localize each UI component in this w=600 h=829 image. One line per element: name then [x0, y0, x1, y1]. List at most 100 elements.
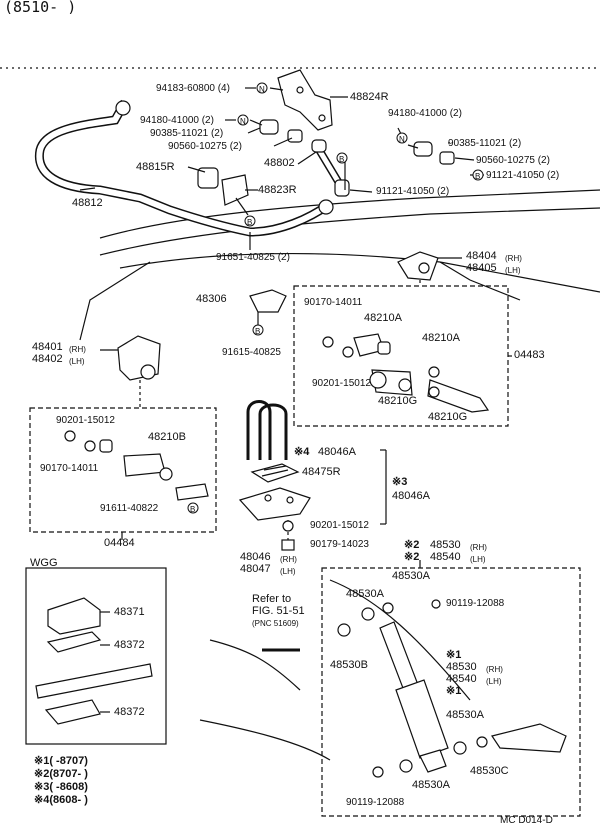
part-label: 48530A [412, 779, 450, 791]
n-marker [256, 82, 268, 94]
lh-tag: (LH) [486, 677, 502, 686]
part-label: 48802 [264, 157, 295, 169]
frame-line [199, 719, 331, 761]
legend-item: ※2(8707- ) [34, 768, 88, 780]
part-label: 48530 [446, 661, 477, 673]
legend-item: ※3( -8608) [34, 781, 88, 793]
part-label: 90119-12088 [346, 797, 405, 808]
wgg-plate-48372 [46, 631, 102, 653]
refer-link[interactable]: FIG. 51-51 [252, 605, 305, 617]
part-label: 94183-60800 (4) [156, 83, 230, 94]
part-label: 90201-15012 [312, 378, 371, 389]
bushing [259, 119, 279, 135]
bracket-48824r [277, 69, 333, 131]
part-label: 48475R [302, 466, 341, 478]
part-label: 90119-12088 [446, 598, 505, 609]
note-mark: ※4 [294, 446, 310, 458]
u-bolt [246, 400, 272, 460]
part-label: 48210A [422, 332, 460, 344]
rh-tag: (RH) [470, 543, 487, 552]
rh-tag: (RH) [505, 254, 522, 263]
b-marker-label: B [255, 327, 261, 336]
bracket-48306 [249, 289, 287, 313]
note-mark: ※1 [446, 649, 462, 661]
part-label: 48046 [240, 551, 271, 563]
u-bolt [258, 403, 288, 460]
wgg-spring [35, 663, 153, 699]
part-label: 48540 [446, 673, 477, 685]
note-mark: ※1 [446, 685, 462, 697]
part-label: 90385-11021 (2) [150, 128, 224, 139]
part-label: 48047 [240, 563, 271, 575]
b-marker [252, 324, 264, 336]
bushing-48815r [197, 167, 219, 189]
wgg-plate-48371 [47, 597, 101, 635]
shock-body [395, 679, 449, 759]
part-label: 91121-41050 (2) [376, 186, 450, 197]
part-label: 48530A [446, 709, 484, 721]
lh-tag: (LH) [505, 266, 521, 275]
part-label: 48401 [32, 341, 63, 353]
b-marker-label: B [339, 155, 345, 164]
part-label: 48210B [148, 431, 186, 443]
part-label: 90170-14011 [304, 297, 363, 308]
part-label: 48530A [346, 588, 384, 600]
part-label: 48530C [470, 765, 509, 777]
part-label: 90385-11021 (2) [448, 138, 522, 149]
part-label: 90201-15012 [310, 520, 369, 531]
note-mark: ※2 [404, 539, 420, 551]
bushing [287, 129, 303, 143]
part-label: 90560-10275 (2) [168, 141, 242, 152]
legend-item: ※4(8608- ) [34, 794, 88, 806]
part-label: 48824R [350, 91, 389, 103]
rh-tag: (RH) [280, 555, 297, 564]
bar-end-eye [318, 199, 334, 215]
bolt [175, 483, 209, 501]
box-shock [321, 567, 581, 817]
part-label: 48046A [318, 446, 356, 458]
part-label: 48371 [114, 606, 145, 618]
header-range: (8510- ) [4, 0, 77, 16]
part-label: 90560-10275 (2) [476, 155, 550, 166]
diagram-code: MC D014-D [500, 815, 553, 826]
part-label: 91651-40825 (2) [216, 252, 290, 263]
n-marker [237, 114, 249, 126]
b-marker [244, 215, 256, 227]
refer-pnc: (PNC 51609) [252, 619, 299, 628]
spring-eye [123, 453, 166, 477]
lh-tag: (LH) [470, 555, 486, 564]
part-label: 48530 [430, 539, 461, 551]
spring-seat-48046 [238, 487, 311, 521]
b-marker-label: B [190, 505, 196, 514]
n-marker-label: N [240, 117, 246, 126]
b-marker-label: B [475, 172, 481, 181]
stabilizer-bar-fill [36, 100, 330, 236]
rh-tag: (RH) [486, 665, 503, 674]
hanger-48404 [397, 251, 439, 281]
lh-tag: (LH) [280, 567, 296, 576]
b-marker [187, 502, 199, 514]
part-label: 48046A [392, 490, 430, 502]
part-label: 48812 [72, 197, 103, 209]
note-mark: ※3 [392, 476, 408, 488]
note-mark: ※2 [404, 551, 420, 563]
shock-bracket [491, 723, 567, 753]
bracket-48823r [221, 174, 249, 206]
bar-end-eye [115, 100, 131, 116]
part-label: 48372 [114, 706, 145, 718]
rh-tag: (RH) [69, 345, 86, 354]
part-label: 48372 [114, 639, 145, 651]
b-marker-label: B [247, 218, 253, 227]
frame-line [439, 261, 521, 301]
part-label: 48402 [32, 353, 63, 365]
box-04484 [29, 407, 217, 533]
part-label: 04483 [514, 349, 545, 361]
frame-line [79, 261, 151, 341]
part-label: 48530B [330, 659, 368, 671]
part-label: 48815R [136, 161, 175, 173]
box-wgg [25, 567, 167, 745]
part-label: 48823R [258, 184, 297, 196]
part-label: 48210A [364, 312, 402, 324]
wgg-plate-48372b [44, 699, 101, 725]
